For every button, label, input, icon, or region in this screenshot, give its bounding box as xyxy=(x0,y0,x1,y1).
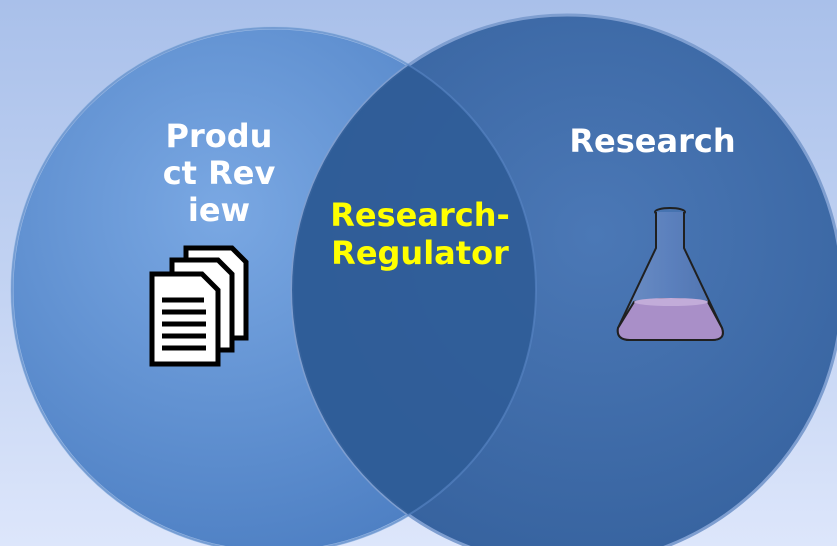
right-circle-label: Research xyxy=(569,122,736,160)
flask-icon xyxy=(616,207,724,341)
documents-icon xyxy=(149,245,249,367)
left-circle-label: Product Review xyxy=(162,117,276,229)
intersection-label: Research-Regulator xyxy=(330,196,510,272)
intersection-region xyxy=(292,28,536,546)
left-circle-outline xyxy=(11,27,537,546)
